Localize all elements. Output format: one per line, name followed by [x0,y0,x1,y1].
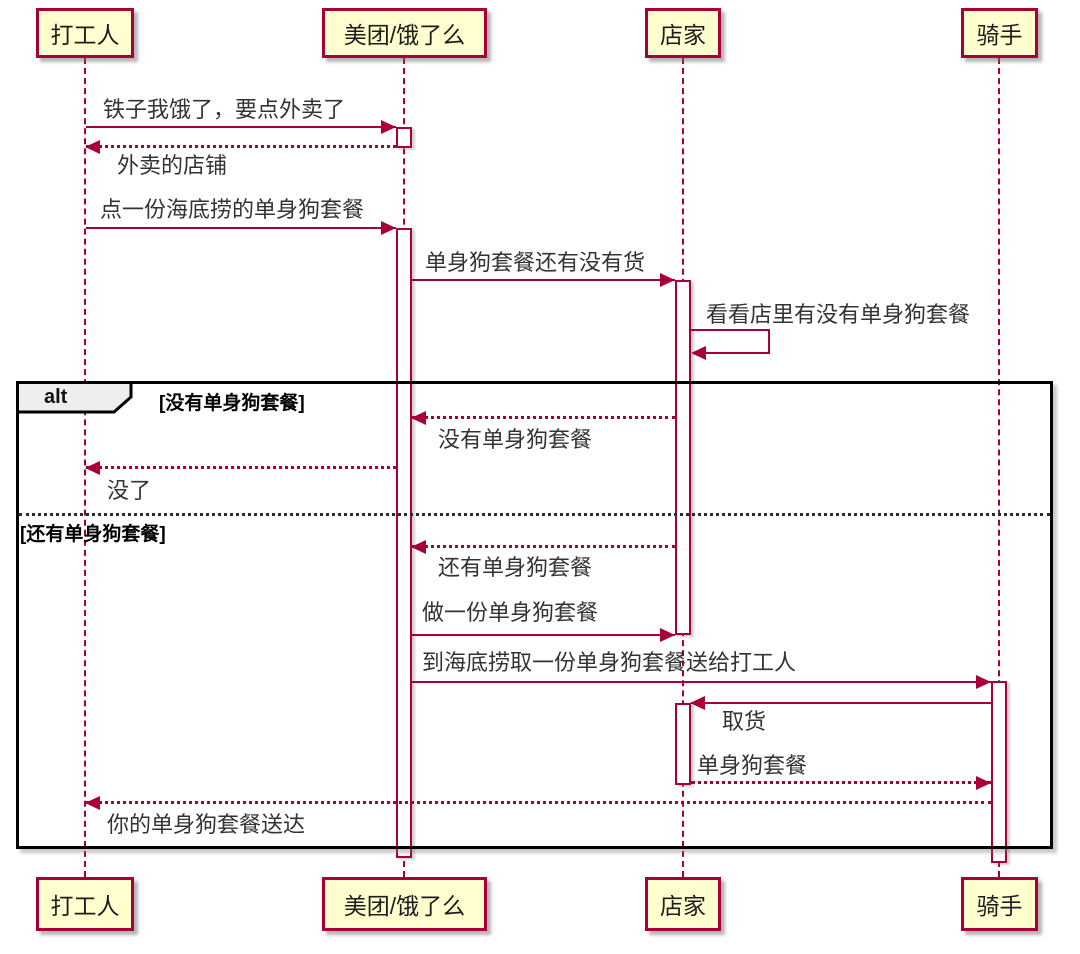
participant-label: 店家 [660,22,706,48]
arrowhead-m7 [85,461,100,475]
participant-label: 店家 [660,893,706,919]
message-line-m3 [86,227,396,229]
arrowhead-m4 [660,273,675,287]
alt-divider [19,513,1050,516]
message-label-m1: 铁子我饿了，要点外卖了 [103,97,346,122]
message-line-m12 [691,781,991,784]
participant-label: 打工人 [50,22,120,48]
activation-bar-shop-2 [675,703,691,785]
participant-top-worker: 打工人 [36,8,134,58]
participant-bottom-shop: 店家 [645,877,721,931]
arrowhead-m9 [660,628,675,642]
participant-label: 骑手 [976,22,1023,48]
activation-bar-shop-1 [675,280,691,635]
participant-top-rider: 骑手 [961,8,1038,58]
message-line-m10 [412,681,991,683]
participant-bottom-meituan: 美团/饿了么 [322,877,487,931]
message-label-m4: 单身狗套餐还有没有货 [425,250,646,275]
message-label-m2: 外卖的店铺 [117,153,228,178]
arrowhead-m8 [411,540,426,554]
activation-bar-meituan-2 [396,228,412,858]
participant-label: 打工人 [50,893,120,919]
arrowhead-m1 [381,120,396,134]
arrowhead-m12 [976,776,991,790]
message-line-m2 [86,145,396,148]
alt-pentagon [16,381,133,414]
arrowhead-m13 [85,796,100,810]
message-label-m11: 取货 [722,709,767,734]
self-message-bottom-m5 [706,352,770,354]
arrowhead-m3 [381,221,396,235]
message-line-m7 [86,466,396,469]
arrowhead-m10 [976,675,991,689]
message-line-m9 [412,634,675,636]
message-label-m13: 你的单身狗套餐送达 [107,812,306,837]
message-line-m11 [691,702,991,704]
message-label-m7: 没了 [107,478,152,503]
participant-top-shop: 店家 [645,8,721,58]
alt-guard-2: [还有单身狗套餐] [20,524,166,545]
self-message-right-m5 [768,329,770,353]
activation-bar-meituan-1 [396,127,412,148]
message-line-m1 [86,126,396,128]
participant-bottom-rider: 骑手 [961,877,1038,931]
message-label-m10: 到海底捞取一份单身狗套餐送给打工人 [422,650,797,675]
message-label-m9: 做一份单身狗套餐 [422,600,599,625]
participant-bottom-worker: 打工人 [36,877,134,931]
message-label-m8: 还有单身狗套餐 [438,555,593,580]
message-line-m6 [412,416,675,419]
alt-guard-1: [没有单身狗套餐] [159,393,305,414]
self-message-top-m5 [691,329,770,331]
lifeline-rider [998,58,1000,877]
message-line-m8 [412,545,675,548]
message-line-m13 [86,801,991,804]
activation-bar-rider [991,681,1007,863]
participant-label: 美团/饿了么 [343,22,466,48]
message-label-m3: 点一份海底捞的单身狗套餐 [100,197,365,222]
message-label-m6: 没有单身狗套餐 [438,427,593,452]
message-label-m5: 看看店里有没有单身狗套餐 [706,302,971,327]
arrowhead-m6 [411,411,426,425]
message-line-m4 [412,279,675,281]
alt-operator-label: alt [44,386,68,408]
message-label-m12: 单身狗套餐 [697,753,808,778]
participant-label: 美团/饿了么 [343,893,466,919]
arrowhead-m2 [85,140,100,154]
arrowhead-m11 [690,696,705,710]
participant-label: 骑手 [976,893,1023,919]
arrowhead-m5 [691,346,706,360]
participant-top-meituan: 美团/饿了么 [322,8,487,58]
